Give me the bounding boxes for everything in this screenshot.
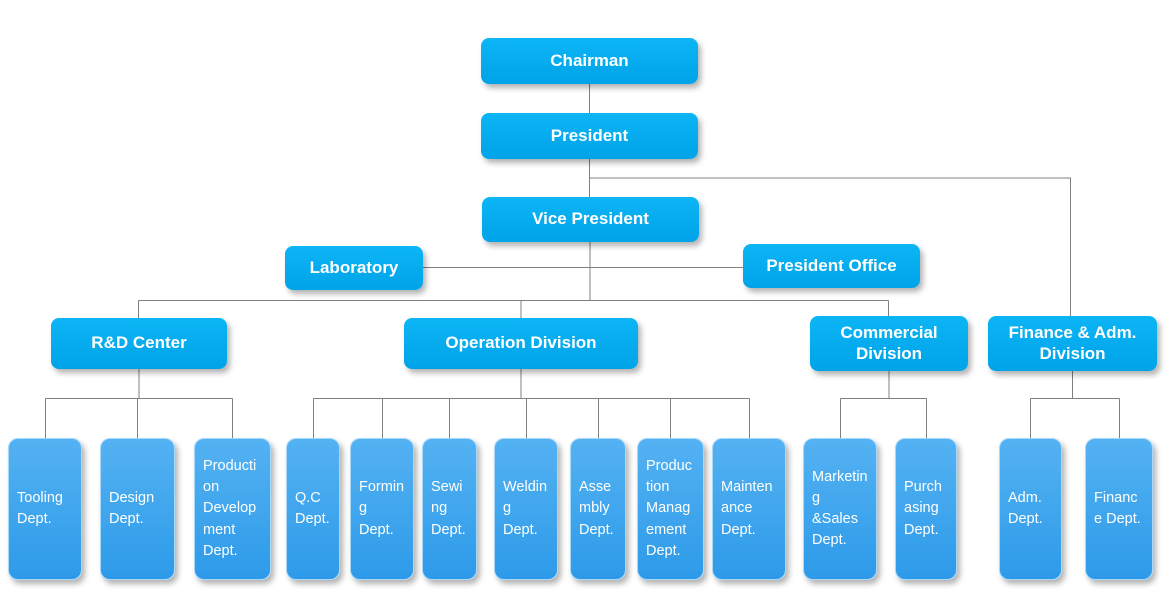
dept-welding-label: Welding Dept. bbox=[503, 479, 548, 538]
dept-forming: Forming Dept. bbox=[350, 438, 414, 580]
dept-qc: Q.C Dept. bbox=[286, 438, 340, 580]
node-vice-president: Vice President bbox=[482, 197, 699, 242]
node-president-office: President Office bbox=[743, 244, 920, 288]
dept-assembly-label: Assembly Dept. bbox=[579, 479, 614, 538]
dept-design: Design Dept. bbox=[100, 438, 175, 580]
dept-production-development-label: Production Development Dept. bbox=[203, 458, 257, 559]
dept-design-label: Design Dept. bbox=[109, 489, 155, 527]
dept-qc-label: Q.C Dept. bbox=[295, 489, 330, 527]
node-commercial-division: Commercial Division bbox=[810, 316, 968, 371]
node-laboratory: Laboratory bbox=[285, 246, 423, 290]
dept-purchasing-label: Purchasing Dept. bbox=[904, 479, 942, 538]
node-finance-adm-division: Finance & Adm. Division bbox=[988, 316, 1157, 371]
dept-maintenance: Maintenance Dept. bbox=[712, 438, 786, 580]
dept-production-development: Production Development Dept. bbox=[194, 438, 271, 580]
dept-maintenance-label: Maintenance Dept. bbox=[721, 479, 773, 538]
dept-finance-label: Finance Dept. bbox=[1094, 489, 1141, 527]
node-operation-division: Operation Division bbox=[404, 318, 638, 369]
dept-purchasing: Purchasing Dept. bbox=[895, 438, 957, 580]
dept-marketing-sales-label: Marketing &Sales Dept. bbox=[812, 468, 868, 549]
dept-marketing-sales: Marketing &Sales Dept. bbox=[803, 438, 877, 580]
dept-welding: Welding Dept. bbox=[494, 438, 558, 580]
dept-tooling: Tooling Dept. bbox=[8, 438, 82, 580]
dept-adm-label: Adm. Dept. bbox=[1008, 489, 1043, 527]
node-chairman: Chairman bbox=[481, 38, 698, 84]
dept-tooling-label: Tooling Dept. bbox=[17, 489, 63, 527]
dept-production-management-label: Production Management Dept. bbox=[646, 458, 692, 559]
dept-sewing-label: Sewing Dept. bbox=[431, 479, 466, 538]
node-rd-center: R&D Center bbox=[51, 318, 227, 369]
dept-production-management: Production Management Dept. bbox=[637, 438, 704, 580]
dept-finance: Finance Dept. bbox=[1085, 438, 1153, 580]
node-president: President bbox=[481, 113, 698, 159]
dept-forming-label: Forming Dept. bbox=[359, 479, 405, 538]
dept-assembly: Assembly Dept. bbox=[570, 438, 626, 580]
dept-adm: Adm. Dept. bbox=[999, 438, 1062, 580]
dept-sewing: Sewing Dept. bbox=[422, 438, 477, 580]
